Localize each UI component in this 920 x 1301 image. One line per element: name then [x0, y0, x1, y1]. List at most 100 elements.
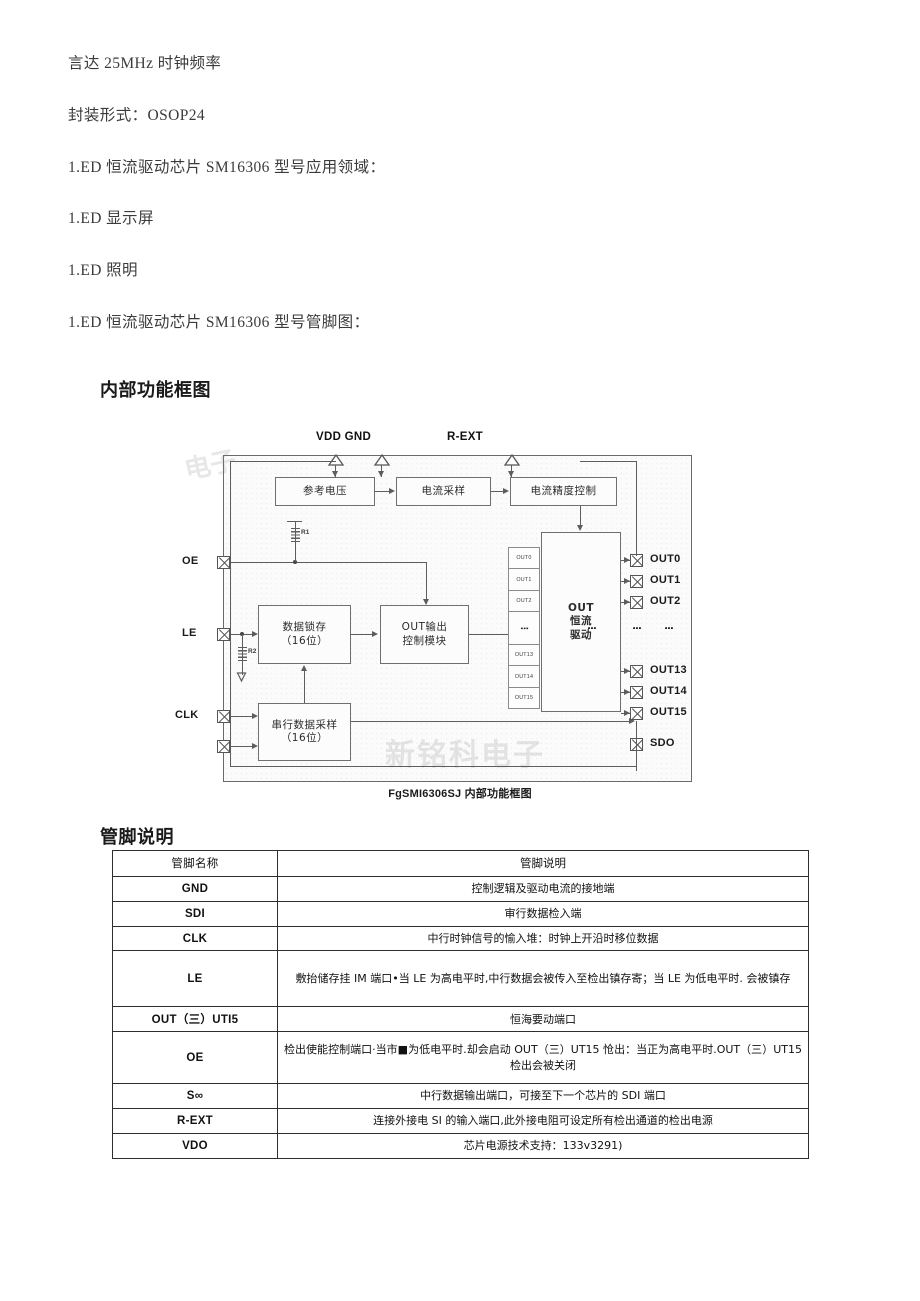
pin-ellipsis-labels: ⋮ [662, 623, 674, 636]
arrow-out14 [624, 688, 630, 695]
pin-desc-sdi: 审行数据检入端 [277, 900, 809, 927]
block-serial-data-sampling: 串行数据采样 （16位） [258, 703, 351, 761]
pin-label-out2: OUT2 [650, 595, 681, 607]
wire-right-rail-bottom [636, 721, 638, 771]
wire-right-rail-top [636, 461, 638, 556]
table-header-row: 管脚名称 管脚说明 [112, 850, 809, 877]
pin-name-sdo: S∞ [112, 1083, 278, 1110]
pad-out2 [630, 596, 643, 609]
pin-label-out14: OUT14 [650, 685, 687, 697]
wire-clk-right [230, 716, 254, 718]
block-current-sampling: 电流采样 [396, 477, 491, 506]
driver-ellipsis-glyph: ⋮ [585, 623, 597, 634]
arrow-out0 [624, 556, 630, 563]
wire-bottom-rail [230, 766, 636, 768]
pin-name-oe: OE [112, 1031, 278, 1085]
wire-sdi-right [230, 746, 254, 748]
pin-name-clk: CLK [112, 925, 278, 952]
wire-top-rail [230, 461, 336, 463]
pin-label-sdo: SDO [650, 737, 675, 749]
pin-ellipsis-pads: ⋮ [630, 623, 642, 636]
arrow-oe-to-out-ctrl [422, 599, 429, 605]
pin-desc-oe: 检出使能控制端口·当市■为低电平时.却会启动 OUT（三）UT15 怆出：当正为… [277, 1031, 809, 1085]
pad-oe [217, 556, 230, 569]
wire-r1-top [294, 521, 296, 529]
bus-cell-out15: OUT15 [508, 686, 540, 710]
block-out-driver-line2: 恒流 [570, 615, 592, 628]
output-channel-bus: OUT0 OUT1 OUT2 ⋮ OUT13 OUT14 OUT15 [508, 547, 540, 710]
block-out-control-line1: OUT输出 [401, 621, 448, 634]
paragraph-led-lighting: 1.ED 照明 [68, 262, 138, 280]
pin-label-le: LE [182, 627, 197, 639]
paragraph-package-type: 封装形式：OSOP24 [68, 106, 206, 124]
header-pin-name: 管脚名称 [112, 850, 278, 877]
wire-r1-bottom [294, 544, 296, 562]
wire-r1-rail [287, 521, 302, 523]
wire-latch-to-outctrl [351, 634, 373, 636]
bus-cell-out0: OUT0 [508, 547, 540, 569]
driver-ellipsis: ⋮ [585, 623, 597, 636]
block-data-latch-line2: （16位） [280, 634, 329, 647]
resistor-r1: R1 [291, 528, 309, 544]
paragraph-pin-diagram: 1.ED 恒流驱动芯片 SM16306 型号管脚图： [68, 314, 370, 332]
arrow-serial-to-sdo [629, 717, 635, 724]
pin-label-oe: OE [182, 555, 199, 567]
pin-label-ellipsis-glyph: ⋮ [662, 623, 674, 634]
wire-left-rail [230, 461, 232, 766]
pad-out1 [630, 575, 643, 588]
pad-clk [217, 710, 230, 723]
block-current-accuracy-control-label: 电流精度控制 [530, 484, 597, 497]
pin-name-r-ext: R-EXT [112, 1108, 278, 1135]
table-row: SDI 审行数据检入端 [112, 900, 809, 927]
ground-symbol-r2 [236, 672, 247, 683]
bus-cell-out2: OUT2 [508, 589, 540, 612]
document-body: 言达 25MHz 时钟频率 封装形式：OSOP24 1.ED 恒流驱动芯片 SM… [68, 55, 858, 366]
bus-cell-out13: OUT13 [508, 643, 540, 666]
pin-name-vdo: VDO [112, 1133, 278, 1160]
arrow-out2 [624, 598, 630, 605]
block-out-constant-current-driver: OUT 恒流 驱动 [541, 532, 621, 712]
bus-cell-out14: OUT14 [508, 665, 540, 687]
arrow-out1 [624, 577, 630, 584]
heading-pin-description: 管脚说明 [100, 827, 174, 848]
arrow-samp-to-ctrl [503, 487, 509, 494]
pad-out15 [630, 707, 643, 720]
pad-ellipsis-glyph: ⋮ [630, 623, 642, 634]
block-current-accuracy-control: 电流精度控制 [510, 477, 617, 506]
table-row: CLK 中行时钟信号的愉入堆：时钟上开沿时移位数据 [112, 925, 809, 952]
wire-ref-to-samp [375, 491, 390, 493]
arrow-out13 [624, 667, 630, 674]
block-out-control-line2: 控制模块 [402, 634, 447, 647]
paragraph-led-display: 1.ED 显示屏 [68, 210, 154, 228]
wire-outctrl-to-bus [469, 634, 509, 636]
arrow-ref-to-samp [389, 487, 395, 494]
pin-name-le: LE [112, 950, 278, 1008]
figure-caption-prefix: FgSMI6306SJ [388, 788, 462, 800]
bus-cell-out1: OUT1 [508, 568, 540, 590]
arrow-clk-to-serial [252, 712, 258, 719]
wire-oe-down [426, 562, 428, 604]
table-row: S∞ 中行数据输出端口，可接至下一个芯片的 SDI 端口 [112, 1083, 809, 1110]
paragraph-application-areas: 1.ED 恒流驱动芯片 SM16306 型号应用领域： [68, 158, 386, 176]
wire-samp-to-ctrl [491, 491, 504, 493]
pad-le [217, 628, 230, 641]
pin-label-clk: CLK [175, 709, 199, 721]
pin-label-out0: OUT0 [650, 553, 681, 565]
figure-caption-cn: 内部功能框图 [464, 787, 532, 800]
heading-internal-block-diagram: 内部功能框图 [100, 380, 211, 401]
wire-oe-right [230, 562, 427, 564]
pin-desc-le: 敷抬储存挂 IM 端口•当 LE 为高电平时,中行数据会被传入至检出镇存寄；当 … [277, 950, 809, 1008]
block-reference-voltage: 参考电压 [275, 477, 375, 506]
pin-desc-clk: 中行时钟信号的愉入堆：时钟上开沿时移位数据 [277, 925, 809, 952]
block-serial-sampling-line1: 串行数据采样 [271, 718, 338, 731]
block-reference-voltage-label: 参考电压 [303, 484, 347, 497]
pad-sdi [217, 740, 230, 753]
arrow-ctrl-to-driver [576, 525, 583, 531]
arrow-out15 [624, 709, 630, 716]
arrow-rext-down [507, 471, 514, 477]
arrow-latch-to-outctrl [372, 630, 378, 637]
block-data-latch: 数据锁存 （16位） [258, 605, 351, 664]
pin-name-gnd: GND [112, 875, 278, 902]
pin-label-out15: OUT15 [650, 706, 687, 718]
wire-r2-bottom [241, 663, 243, 675]
